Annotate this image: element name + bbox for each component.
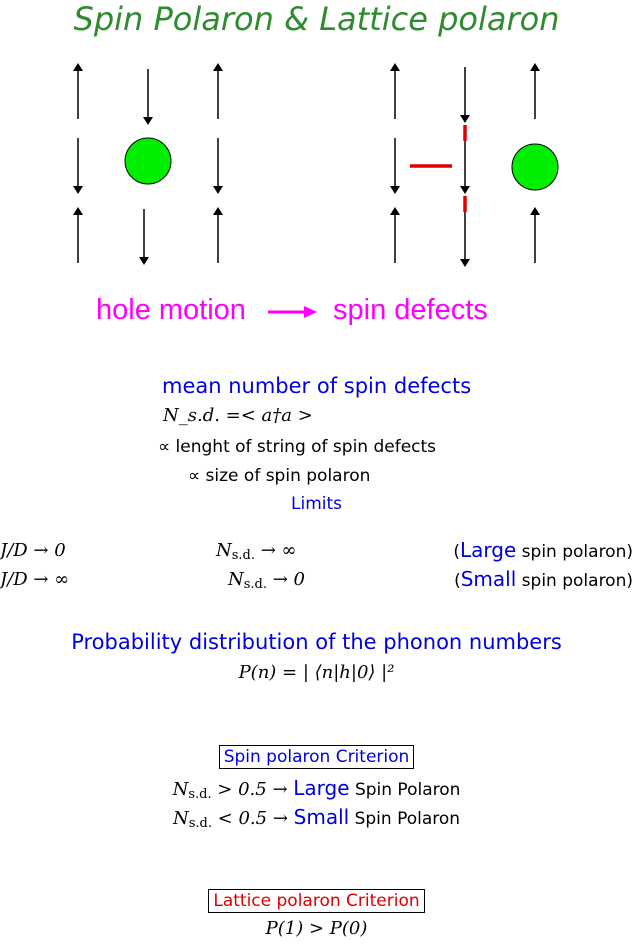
lattice-criterion-label: Lattice polaron Criterion [208,889,425,913]
nsd-subscript: s.d. [243,577,268,592]
nsd-subscript: s.d. [231,548,256,563]
limit-ratio-2: J/D → ∞ [0,569,70,590]
defects-heading: mean number of spin defects [162,374,472,398]
result-tail: spin polaron) [516,542,633,562]
spin-criterion: Spin polaron Criterion [0,745,633,769]
limit-ratio-1: J/D → 0 [0,540,66,561]
nsd-value: → 0 [267,569,305,590]
defects-line-2: ∝ size of spin polaron [188,466,371,486]
defects-formula: N_s.d. =< a†a > [163,405,313,426]
nsd-symbol: N [216,540,232,561]
nsd-symbol: N [172,808,189,829]
nsd-symbol: N [172,779,189,800]
criterion-tail: Spin Polaron [349,809,461,829]
result-tail: spin polaron) [516,571,633,591]
lattice-criterion: Lattice polaron Criterion [0,889,633,913]
probability-heading: Probability distribution of the phonon n… [71,630,562,654]
hole-motion-caption: hole motion [96,294,246,327]
large-word: Large [460,538,517,562]
limit-nsd-2: Ns.d. → 0 [228,569,305,592]
large-word: Large [293,776,350,800]
probability-formula: P(n) = | ⟨n|h|0⟩ |² [238,662,395,683]
caption-arrow-icon [268,306,317,318]
nsd-value: → ∞ [255,540,297,561]
hole-circle [511,143,559,191]
spin-criterion-row-1: Ns.d. > 0.5 → Large Spin Polaron [0,776,633,802]
limit-result-2: (Small spin polaron) [454,567,633,591]
criterion-condition: < 0.5 → [211,808,294,829]
defects-line-1: ∝ lenght of string of spin defects [158,437,437,457]
limits-label: Limits [291,494,342,514]
polaron-diagram [73,63,559,267]
lattice-criterion-formula: P(1) > P(0) [265,918,368,939]
page-title: Spin Polaron & Lattice polaron [73,0,560,38]
criterion-tail: Spin Polaron [349,780,461,800]
limit-result-1: (Large spin polaron) [453,538,633,562]
caption-left: hole motion [96,294,246,326]
hole-circle [124,137,172,185]
spin-defects-caption: spin defects [333,294,488,327]
spin-criterion-row-2: Ns.d. < 0.5 → Small Spin Polaron [0,805,633,831]
nsd-symbol: N [228,569,244,590]
caption-right: spin defects [333,294,488,326]
criterion-condition: > 0.5 → [211,779,294,800]
small-word: Small [293,805,350,829]
limit-nsd-1: Ns.d. → ∞ [216,540,297,563]
spin-criterion-label: Spin polaron Criterion [218,745,415,769]
nsd-subscript: s.d. [188,816,212,831]
nsd-subscript: s.d. [188,787,212,802]
small-word: Small [460,567,517,591]
